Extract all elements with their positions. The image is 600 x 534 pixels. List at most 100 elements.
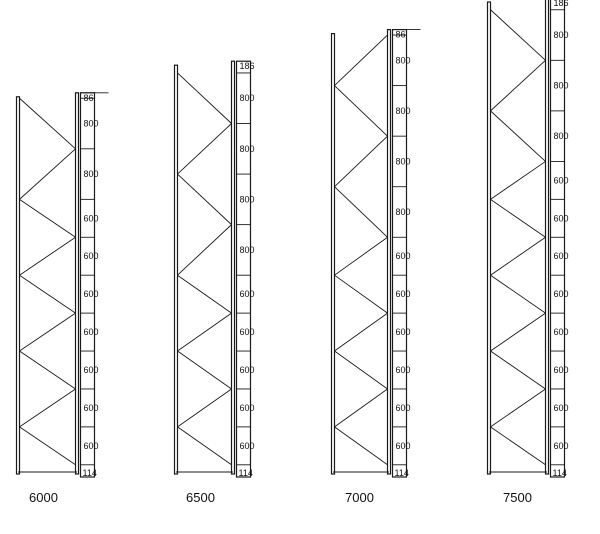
brace-member [490,161,546,200]
top-dimension: 86 [84,93,94,103]
spacing-label: 800 [396,106,411,116]
left-post [486,1,492,475]
brace-member [19,388,76,428]
spacing-label: 600 [554,403,569,413]
frame-7500: 6006006006006006006006008008008001861147… [486,0,569,505]
brace-member [177,72,232,124]
spacing-label: 600 [396,403,411,413]
brace-member [490,236,546,276]
spacing-label: 600 [84,403,99,413]
bottom-dimension: 114 [239,468,253,478]
spacing-label: 600 [84,251,99,261]
spacing-label: 600 [240,327,255,337]
frame-height-caption: 6000 [29,490,58,505]
spacing-label: 800 [240,245,255,255]
spacing-label: 600 [396,365,411,375]
brace-member [177,426,232,466]
brace-member [177,274,232,314]
bottom-dimension: 114 [395,468,409,478]
brace-member [19,312,76,352]
spacing-label: 800 [554,81,569,91]
brace-member [490,388,546,428]
frame-height-caption: 7500 [503,490,532,505]
spacing-label: 800 [554,131,569,141]
frame-height-caption: 7000 [345,490,374,505]
spacing-label: 600 [554,327,569,337]
brace-member [334,312,388,352]
brace-member [177,173,232,225]
right-column [230,60,236,475]
brace-member [490,312,546,352]
brace-member [177,350,232,390]
spacing-label: 800 [396,156,411,166]
spacing-label: 600 [84,327,99,337]
spacing-label: 600 [396,441,411,451]
brace-member [177,224,232,276]
brace-member [334,350,388,390]
top-dimension: 186 [240,61,255,71]
brace-member [177,312,232,352]
dimension-strip [235,60,252,478]
brace-member [19,97,76,150]
brace-member [19,148,76,200]
brace-member [490,110,546,162]
spacing-label: 600 [396,289,411,299]
spacing-label: 600 [554,365,569,375]
dimension-strip [79,92,96,478]
brace-member [19,350,76,390]
brace-member [19,426,76,466]
brace-member [490,274,546,314]
spacing-label: 600 [240,403,255,413]
spacing-label: 600 [554,213,569,223]
brace-member [334,388,388,428]
left-post [173,64,179,475]
left-post [15,96,21,475]
brace-member [334,135,388,188]
brace-member [490,198,546,238]
spacing-label: 800 [84,169,99,179]
spacing-label: 600 [240,365,255,375]
brace-member [334,236,388,276]
top-dimension: 86 [396,30,406,40]
spacing-label: 800 [240,194,255,204]
brace-member [334,85,388,137]
brace-member [334,274,388,314]
top-dimension: 186 [554,0,569,8]
brace-member [19,236,76,276]
brace-member [490,350,546,390]
spacing-label: 600 [554,441,569,451]
spacing-label: 800 [240,144,255,154]
spacing-label: 600 [554,251,569,261]
spacing-label: 600 [396,251,411,261]
bottom-dimension: 114 [83,468,97,478]
brace-member [334,426,388,466]
frame-height-caption: 6500 [186,490,215,505]
spacing-label: 600 [396,327,411,337]
bottom-dimension: 114 [553,468,567,478]
brace-member [177,388,232,428]
spacing-label: 600 [84,289,99,299]
spacing-label: 600 [554,175,569,185]
brace-member [490,59,546,112]
brace-member [334,34,388,86]
right-column [386,29,392,475]
spacing-label: 600 [84,441,99,451]
spacing-label: 800 [554,30,569,40]
spacing-label: 600 [240,289,255,299]
right-column [74,92,80,475]
spacing-label: 800 [396,207,411,217]
frame-7000: 600 600 600 600 600 600 800 800 800 800 86 114 7000 [330,29,421,505]
brace-member [490,426,546,466]
spacing-label: 800 [396,55,411,65]
brace-member [490,9,546,61]
brace-member [19,198,76,238]
spacing-label: 800 [240,93,255,103]
spacing-label: 600 [84,213,99,223]
brace-member [177,123,232,175]
brace-member [334,186,388,238]
spacing-label: 600 [84,365,99,375]
